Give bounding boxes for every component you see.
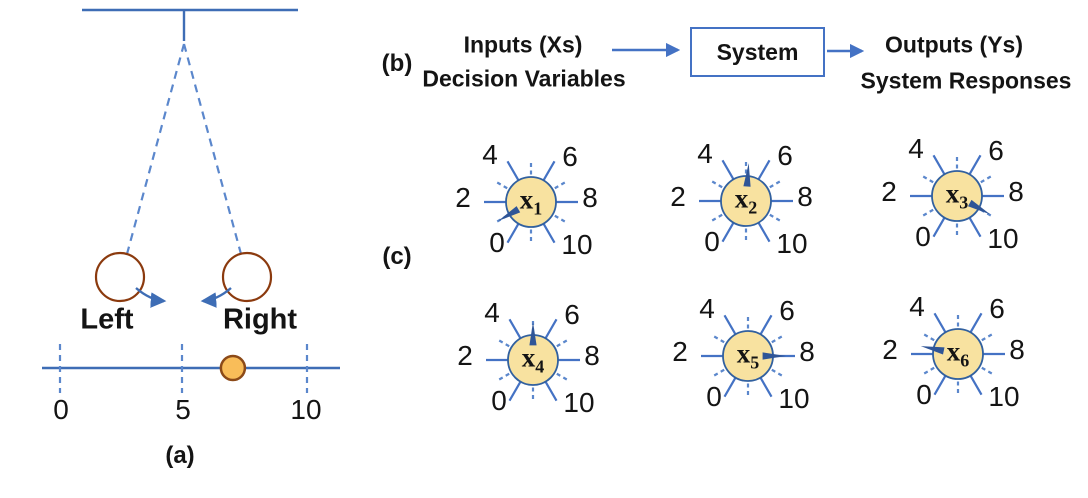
dial-graphic-x2	[699, 159, 793, 243]
dial-graphic-x5	[701, 314, 795, 398]
swing-label-right: Right	[222, 303, 298, 336]
dial-scale-label: 2	[672, 336, 688, 367]
dial-x5: 4 6 2 8 0 10 x5	[658, 281, 838, 431]
dial-face	[932, 328, 984, 380]
dial-name-label: x6	[946, 336, 970, 371]
dial-name-subscript: 5	[750, 352, 760, 373]
dial-scale-label: 10	[988, 381, 1020, 412]
dial-pointer	[529, 322, 537, 346]
dial-scale-label: 0	[489, 227, 505, 258]
dial-scale-label: 6	[779, 295, 795, 326]
outputs-subtitle: System Responses	[860, 67, 1072, 94]
dial-name-base: x	[945, 178, 960, 209]
dial-name-base: x	[519, 184, 534, 215]
outputs-title: Outputs (Ys)	[885, 31, 1023, 58]
dial-name-subscript: 3	[959, 192, 969, 213]
dial-pointer	[498, 206, 521, 221]
axis-tick-label-10: 10	[290, 394, 322, 425]
dial-scale-label: 8	[797, 181, 813, 212]
dial-scale-label: 8	[1008, 176, 1024, 207]
pendulum-string-left	[125, 43, 186, 255]
dial-scale-label: 2	[457, 340, 473, 371]
dial-graphic-x6	[911, 312, 1005, 396]
dial-name-subscript: 2	[748, 197, 758, 218]
dial-scale-label: 4	[697, 138, 713, 169]
dial-scale-label: 6	[562, 141, 578, 172]
dial-scale-label: 4	[908, 133, 924, 164]
axis-tick-label-0: 0	[53, 394, 69, 425]
dial-name-label: x1	[519, 184, 543, 219]
dial-name-label: x3	[945, 178, 969, 213]
dial-scale-label: 6	[564, 299, 580, 330]
dial-pointer	[968, 199, 991, 215]
dial-name-label: x2	[734, 183, 758, 218]
dial-pointer	[762, 352, 786, 360]
pendulum-ball	[219, 354, 247, 382]
dial-scale-label: 10	[561, 229, 593, 260]
dial-pointer	[743, 163, 751, 187]
inputs-subtitle: Decision Variables	[422, 65, 626, 92]
swing-label-left: Left	[80, 303, 134, 336]
dial-graphic-x1	[484, 160, 578, 244]
dial-name-base: x	[734, 183, 749, 214]
dial-name-subscript: 6	[960, 350, 970, 371]
dial-scale-label: 4	[699, 293, 715, 324]
dial-name-label: x4	[521, 342, 545, 377]
dial-face	[931, 170, 983, 222]
dial-x4: 4 6 2 8 0 10 x4	[443, 285, 623, 435]
dial-scale-label: 2	[455, 182, 471, 213]
inputs-title: Inputs (Xs)	[463, 31, 583, 58]
dial-scale-label: 2	[882, 334, 898, 365]
system-box: System	[690, 27, 825, 77]
dial-scale-label: 0	[916, 379, 932, 410]
dial-graphic-x3	[910, 154, 1004, 238]
swing-arrow-left	[135, 287, 167, 308]
swing-arrow-right	[200, 287, 232, 308]
pendulum-string-right	[182, 43, 243, 255]
dial-scale-label: 0	[491, 385, 507, 416]
dial-scale-label: 4	[484, 297, 500, 328]
dial-scale-label: 6	[777, 140, 793, 171]
panel-c-label: (c)	[382, 243, 412, 270]
dial-scale-label: 8	[582, 182, 598, 213]
dial-name-label: x5	[736, 338, 760, 373]
dial-scale-label: 6	[989, 293, 1005, 324]
dial-scale-label: 8	[584, 340, 600, 371]
dial-scale-label: 10	[563, 387, 595, 418]
pendulum-bob-right	[221, 251, 273, 303]
dial-name-base: x	[521, 342, 536, 373]
dial-x1: 4 6 2 8 0 10 x1	[441, 127, 621, 277]
axis-tick-label-5: 5	[175, 394, 191, 425]
panel-a-label: (a)	[165, 442, 195, 469]
system-box-label: System	[716, 38, 799, 65]
dial-scale-label: 6	[988, 135, 1004, 166]
dial-name-base: x	[946, 336, 961, 367]
dial-scale-label: 4	[482, 139, 498, 170]
dial-scale-label: 0	[915, 221, 931, 252]
panel-b-label: (b)	[381, 50, 413, 77]
dial-x6: 4 6 2 8 0 10 x6	[868, 279, 1048, 429]
dial-graphic-x4	[486, 318, 580, 402]
dial-scale-label: 10	[778, 383, 810, 414]
dial-name-subscript: 1	[533, 198, 543, 219]
dial-name-base: x	[736, 338, 751, 369]
dial-scale-label: 4	[909, 291, 925, 322]
dial-scale-label: 10	[987, 223, 1019, 254]
dial-pointer	[920, 346, 945, 355]
dial-scale-label: 2	[670, 181, 686, 212]
dial-face	[505, 176, 557, 228]
dial-scale-label: 2	[881, 176, 897, 207]
dial-name-subscript: 4	[535, 356, 545, 377]
dial-scale-label: 0	[704, 226, 720, 257]
dial-scale-label: 10	[776, 228, 808, 259]
dial-scale-label: 8	[1009, 334, 1025, 365]
dial-scale-label: 0	[706, 381, 722, 412]
dial-x3: 4 6 2 8 0 10 x3	[867, 121, 1047, 271]
dial-scale-label: 8	[799, 336, 815, 367]
pendulum-bob-left	[94, 251, 146, 303]
